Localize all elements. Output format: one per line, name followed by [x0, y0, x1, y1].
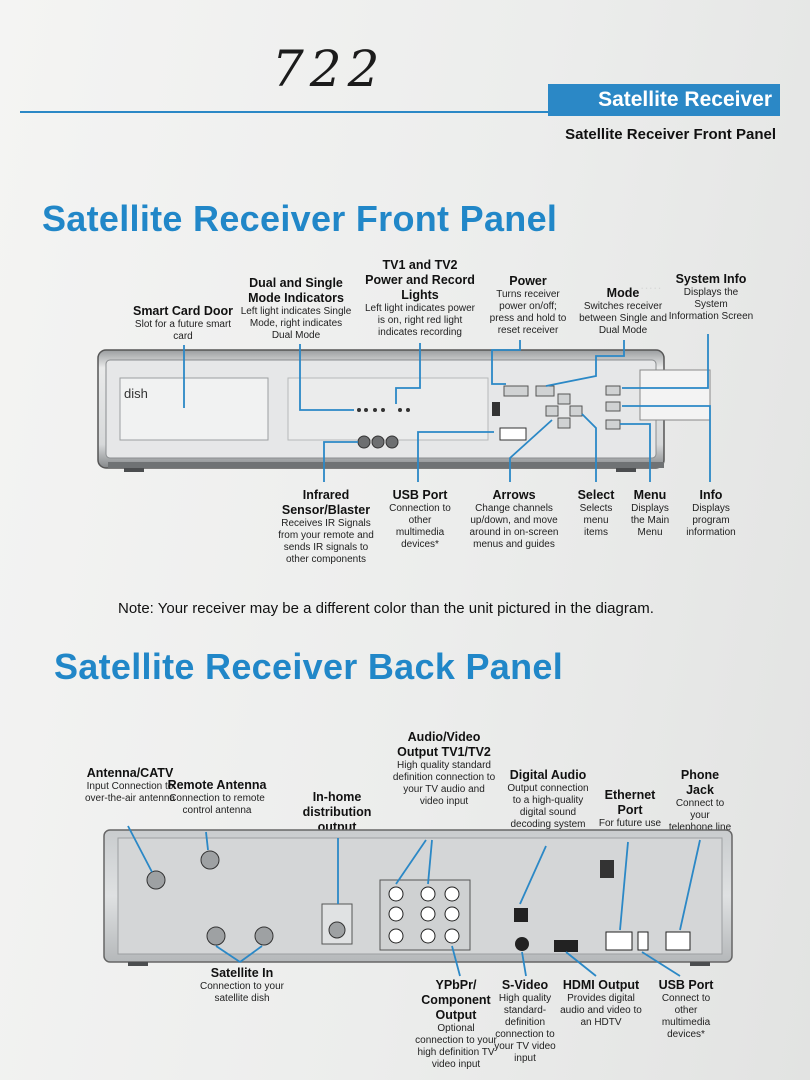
- banner-title: Satellite Receiver: [598, 88, 772, 112]
- tv1-light: [373, 408, 377, 412]
- page-subheader: Satellite Receiver Front Panel: [565, 126, 776, 143]
- digital-audio-port: [514, 908, 528, 922]
- ir-sensor-1: [358, 436, 370, 448]
- usb-port-back: [638, 932, 648, 950]
- system-info-button: [606, 386, 620, 395]
- satellite-in-connector-2: [255, 927, 273, 945]
- back-receiver: [104, 830, 732, 966]
- mode-indicator-dual: [364, 408, 368, 412]
- remote-antenna-connector: [201, 851, 219, 869]
- ir-sensor-2: [372, 436, 384, 448]
- antenna-connector: [147, 871, 165, 889]
- inhome-connector: [329, 922, 345, 938]
- mode-indicator-single: [357, 408, 361, 412]
- back-callout-lines: [128, 826, 700, 976]
- info-button: [606, 402, 620, 411]
- menu-button: [606, 420, 620, 429]
- tv2-record-light: [406, 408, 410, 412]
- smart-card-door: [120, 378, 268, 440]
- label-inhome-distribution: In-home distribution output: [294, 790, 380, 835]
- mode-button: [536, 386, 554, 396]
- tv1-record-light: [381, 408, 385, 412]
- power-switch: [492, 402, 500, 416]
- front-receiver: dish: [98, 350, 710, 472]
- back-panel-title: Satellite Receiver Back Panel: [54, 646, 563, 688]
- ir-sensor-3: [386, 436, 398, 448]
- section-banner: Satellite Receiver: [20, 84, 780, 116]
- phone-jack: [666, 932, 690, 950]
- front-panel-title: Satellite Receiver Front Panel: [42, 198, 557, 240]
- color-note: Note: Your receiver may be a different c…: [118, 600, 654, 617]
- drawer: [640, 370, 710, 420]
- front-callout-lines: [184, 334, 710, 482]
- ethernet-port: [606, 932, 632, 950]
- tv2-light: [398, 408, 402, 412]
- s-video-port: [515, 937, 529, 951]
- usb-port-front: [500, 428, 526, 440]
- hdmi-port: [554, 940, 578, 952]
- power-button: [504, 386, 528, 396]
- dish-logo: dish: [124, 386, 148, 401]
- satellite-in-connector-1: [207, 927, 225, 945]
